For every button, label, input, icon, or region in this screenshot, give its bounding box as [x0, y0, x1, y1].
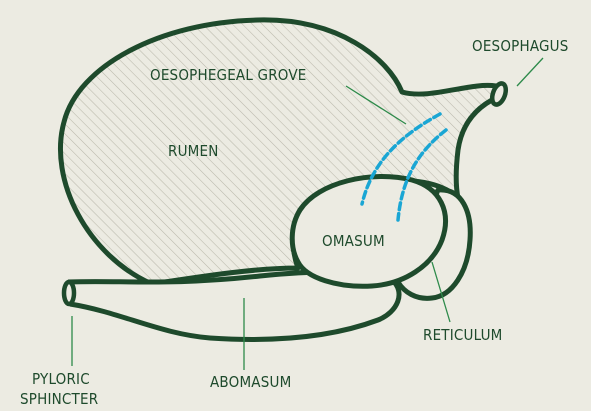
- pyloric-sphincter-label-line-2: SPHINCTER: [20, 390, 98, 408]
- omasum-label: OMASUM: [322, 232, 385, 250]
- rumen-label: RUMEN: [168, 142, 219, 160]
- pyloric-sphincter-opening: [64, 282, 74, 304]
- reticulum-label: RETICULUM: [423, 326, 503, 344]
- oesophagus-label: OESOPHAGUS: [472, 37, 569, 55]
- oesophageal-groove-label: OESOPHEGEAL GROVE: [150, 66, 307, 84]
- pyloric-sphincter-label-line-1: PYLORIC: [32, 370, 90, 388]
- oesophagus-leader: [517, 58, 543, 86]
- abomasum-label: ABOMASUM: [210, 373, 291, 391]
